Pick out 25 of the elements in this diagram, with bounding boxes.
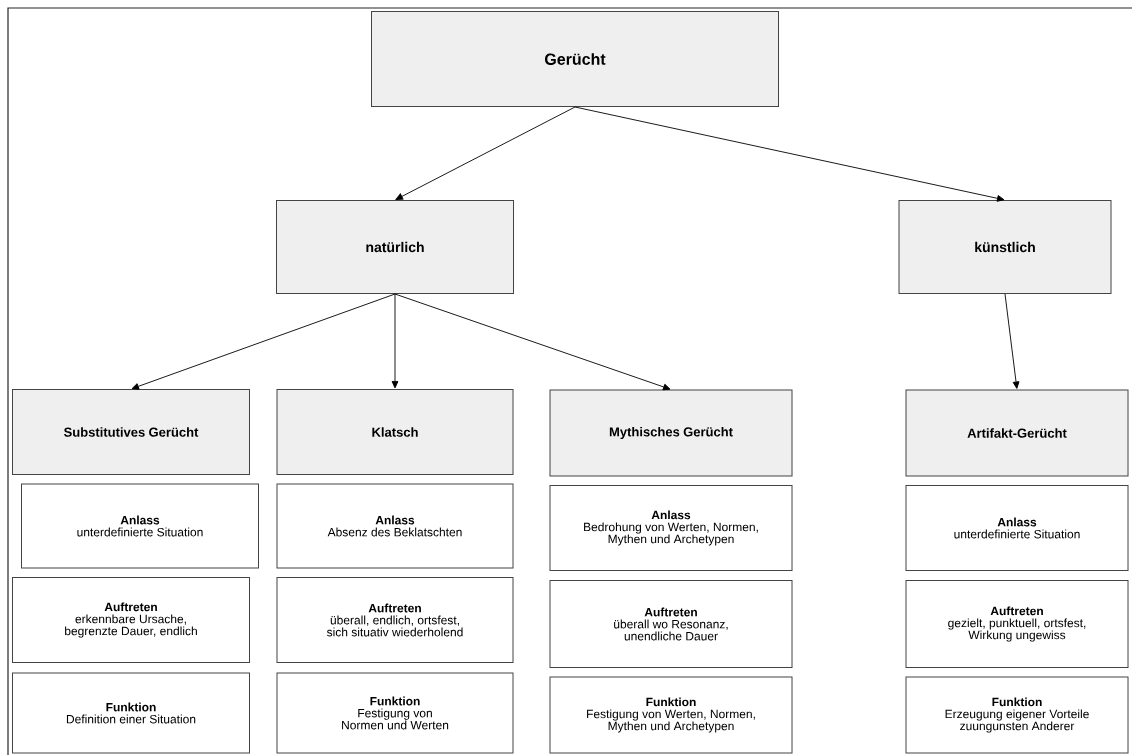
category-box: Gerücht — [371, 11, 779, 107]
category-box: Artifakt-Gerücht — [905, 389, 1129, 477]
info-box: Auftreten erkennbare Ursache, begrenzte Dauer, endlich — [12, 577, 250, 663]
category-box: Substitutives Gerücht — [12, 389, 250, 475]
info-box: Auftreten überall wo Resonanz, unendliche Dauer — [549, 580, 793, 668]
category-box: Klatsch — [276, 389, 514, 475]
category-box: natürlich — [276, 200, 514, 294]
info-box: Anlass Bedrohung von Werten, Normen, Mythen und Archetypen — [549, 485, 793, 571]
info-box: Funktion Definition einer Situation — [12, 672, 250, 754]
arrow — [1004, 293, 1020, 389]
info-box: Auftreten überall, endlich, ortsfest, sich situativ wiederholend — [276, 577, 514, 663]
category-box: künstlich — [898, 200, 1112, 294]
info-box: Funktion Festigung von Normen und Werten — [276, 672, 514, 754]
arrow — [394, 293, 671, 391]
arrow — [574, 106, 1005, 202]
arrow — [131, 293, 396, 390]
info-box: Auftreten gezielt, punktuell, ortsfest, Wirkung ungewiss — [905, 580, 1129, 668]
arrow — [395, 106, 576, 200]
info-box: Anlass Absenz des Beklatschten — [276, 483, 514, 569]
info-box: Anlass unterdefinierte Situation — [21, 483, 259, 569]
info-box: Funktion Erzeugung eigener Vorteile zuungunsten Anderer — [905, 676, 1129, 754]
info-box: Anlass unterdefinierte Situation — [905, 485, 1129, 571]
arrow — [391, 293, 399, 389]
category-box: Mythisches Gerücht — [549, 389, 793, 477]
info-box: Funktion Festigung von Werten, Normen, Mythen und Archetypen — [549, 676, 793, 754]
